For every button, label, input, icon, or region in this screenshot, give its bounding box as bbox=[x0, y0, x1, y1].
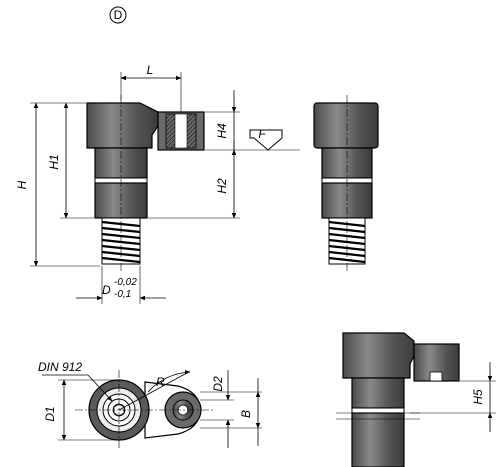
dimension-H5: H5 bbox=[410, 362, 496, 432]
side-head bbox=[313, 102, 379, 149]
label-L: L bbox=[147, 63, 154, 77]
dimension-D2: D2 bbox=[200, 370, 234, 448]
top-view bbox=[75, 370, 215, 450]
variant-marker: D bbox=[109, 6, 127, 24]
detail-head bbox=[342, 332, 415, 379]
detail-arm bbox=[413, 343, 460, 382]
dimension-D1: D1 bbox=[43, 379, 118, 441]
front-view bbox=[86, 95, 205, 272]
dimension-H2: H2 bbox=[148, 149, 240, 219]
dimension-L: L bbox=[120, 63, 182, 112]
label-H: H bbox=[15, 180, 29, 189]
label-D2: D2 bbox=[211, 376, 225, 392]
label-D-tol-lower: -0,1 bbox=[114, 289, 131, 300]
label-H4: H4 bbox=[215, 123, 229, 139]
label-D-tol-upper: -0,02 bbox=[114, 277, 137, 288]
detail-shank bbox=[351, 377, 405, 409]
force-indicator: F bbox=[240, 127, 300, 151]
dimension-H: H bbox=[15, 102, 100, 267]
dimension-B: B bbox=[200, 378, 262, 446]
dimension-H4: H4 bbox=[205, 90, 240, 151]
detail-lower bbox=[351, 412, 405, 467]
dimension-D: D -0,02 -0,1 bbox=[76, 266, 166, 304]
label-D: D bbox=[102, 283, 111, 297]
label-H5: H5 bbox=[471, 389, 485, 405]
label-F: F bbox=[258, 127, 266, 141]
front-head bbox=[86, 102, 159, 149]
din-callout: DIN 912 bbox=[38, 360, 113, 402]
variant-marker-letter: D bbox=[114, 8, 123, 22]
label-D1: D1 bbox=[43, 406, 57, 421]
detail-view bbox=[336, 332, 460, 467]
label-H2: H2 bbox=[215, 178, 229, 194]
label-R: R bbox=[156, 375, 165, 389]
dimension-H1: H1 bbox=[47, 102, 94, 219]
label-H1: H1 bbox=[47, 154, 61, 169]
label-B: B bbox=[239, 410, 253, 418]
side-view bbox=[313, 95, 379, 272]
label-DIN: DIN 912 bbox=[38, 360, 82, 374]
dimension-R: R bbox=[118, 369, 191, 411]
